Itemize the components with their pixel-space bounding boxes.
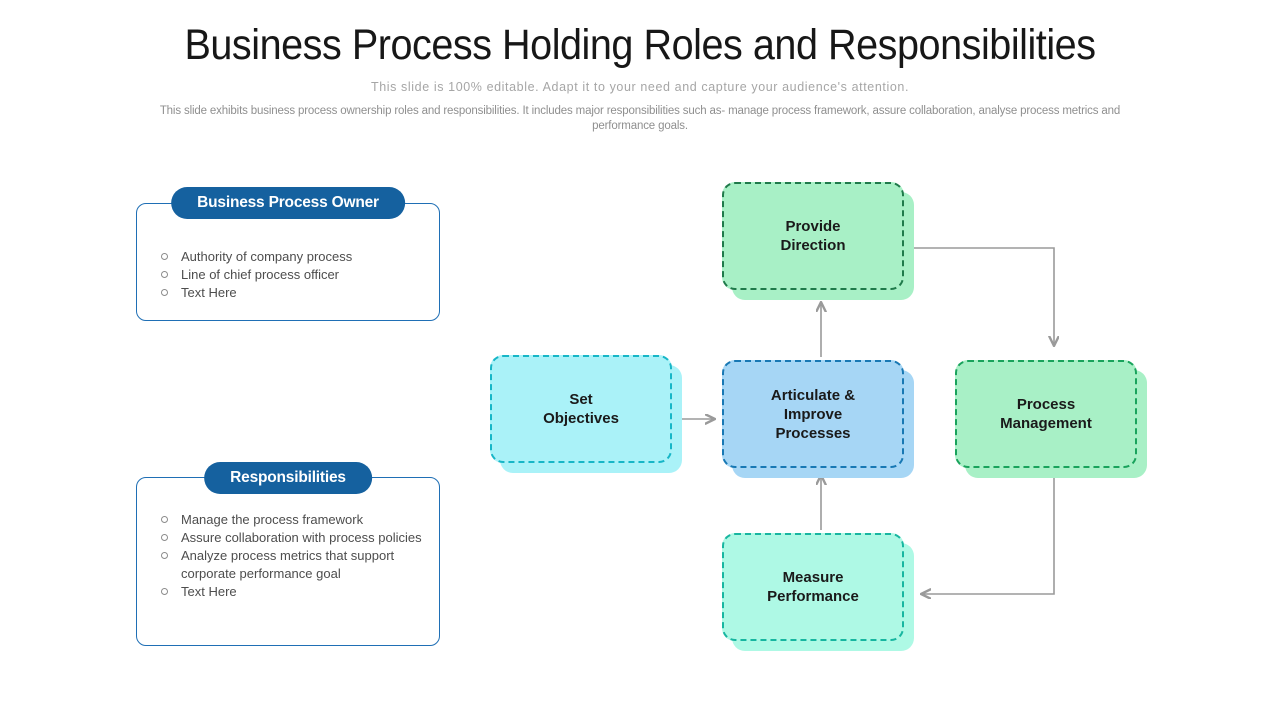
slide-description: This slide exhibits business process own… xyxy=(159,105,1121,132)
panel-list-responsibilities: Manage the process framework Assure coll… xyxy=(159,511,425,601)
circle-bullet-icon xyxy=(161,289,168,296)
circle-bullet-icon xyxy=(161,271,168,278)
node-face: Provide Direction xyxy=(722,182,904,290)
circle-bullet-icon xyxy=(161,552,168,559)
list-item-label: Text Here xyxy=(181,285,237,300)
list-item-label: Assure collaboration with process polici… xyxy=(181,530,422,545)
list-item: Line of chief process officer xyxy=(159,266,425,284)
list-item: Analyze process metrics that support cor… xyxy=(159,547,425,582)
list-item: Authority of company process xyxy=(159,248,425,266)
list-item-label: Line of chief process officer xyxy=(181,267,340,282)
panel-title-business-process-owner: Business Process Owner xyxy=(171,187,405,219)
panel-business-process-owner: Business Process Owner Authority of comp… xyxy=(136,187,440,321)
list-item-label: Analyze process metrics that support cor… xyxy=(181,548,395,581)
node-face: Articulate & Improve Processes xyxy=(722,360,904,468)
node-face: Process Management xyxy=(955,360,1137,468)
flow-node-label: Process Management xyxy=(1000,396,1092,432)
connector-process-to-measure xyxy=(922,477,1055,594)
list-item: Assure collaboration with process polici… xyxy=(159,529,425,547)
flow-node-label: Measure Performance xyxy=(767,569,859,605)
panel-responsibilities: Responsibilities Manage the process fram… xyxy=(136,462,440,646)
flow-node-articulate-improve-processes[interactable]: Articulate & Improve Processes xyxy=(722,360,914,478)
flow-node-provide-direction[interactable]: Provide Direction xyxy=(722,182,914,300)
node-face: Set Objectives xyxy=(490,355,672,463)
list-item-label: Manage the process framework xyxy=(181,512,364,527)
circle-bullet-icon xyxy=(161,534,168,541)
list-item: Text Here xyxy=(159,284,425,302)
node-face: Measure Performance xyxy=(722,533,904,641)
panel-title-responsibilities: Responsibilities xyxy=(204,462,372,494)
page-title: Business Process Holding Roles and Respo… xyxy=(184,21,1096,69)
circle-bullet-icon xyxy=(161,587,168,595)
flow-node-set-objectives[interactable]: Set Objectives xyxy=(490,355,682,473)
slide-subtitle: This slide is 100% editable. Adapt it to… xyxy=(370,80,910,94)
flow-node-process-management[interactable]: Process Management xyxy=(955,360,1147,478)
connector-provide-to-process xyxy=(912,247,1054,345)
circle-bullet-icon xyxy=(161,253,168,260)
flow-node-label: Set Objectives xyxy=(543,391,619,427)
flow-node-label: Articulate & Improve Processes xyxy=(770,386,856,442)
list-item: Manage the process framework xyxy=(159,511,425,529)
list-item-label: Authority of company process xyxy=(181,249,353,264)
list-item-label: Text Here xyxy=(181,583,237,599)
flow-node-measure-performance[interactable]: Measure Performance xyxy=(722,533,914,651)
panel-list-business-process-owner: Authority of company process Line of chi… xyxy=(159,248,425,302)
circle-bullet-icon xyxy=(161,516,168,523)
flow-node-label: Provide Direction xyxy=(780,218,846,254)
list-item: Text Here xyxy=(159,583,425,601)
